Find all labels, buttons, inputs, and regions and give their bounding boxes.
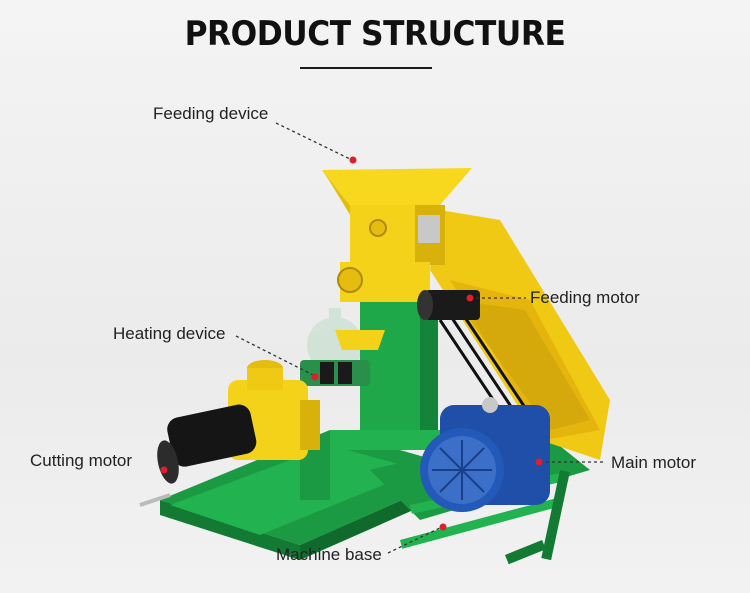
cutting-motor <box>139 404 257 507</box>
belt-guard <box>430 210 610 460</box>
feeding-motor <box>417 290 480 320</box>
callout-dot-cutting-motor <box>160 466 168 474</box>
callout-dot-heating-device <box>311 373 319 381</box>
callout-dot-feeding-device <box>349 156 357 164</box>
main-column <box>300 290 440 500</box>
heating-device <box>300 330 385 386</box>
callout-dot-main-motor <box>535 458 543 466</box>
callout-dot-machine-base <box>439 523 447 531</box>
page-title: PRODUCT STRUCTURE <box>184 14 566 54</box>
callout-dots <box>160 156 543 531</box>
callout-dot-feeding-motor <box>466 294 474 302</box>
label-feeding-motor: Feeding motor <box>530 288 640 307</box>
main-motor <box>420 397 550 512</box>
label-main-motor: Main motor <box>611 453 697 472</box>
label-feeding-device: Feeding device <box>153 104 269 123</box>
title-underline <box>300 67 432 69</box>
label-heating-device: Heating device <box>113 324 226 343</box>
feeding-hopper <box>322 168 472 302</box>
label-machine-base: Machine base <box>276 545 382 564</box>
label-cutting-motor: Cutting motor <box>30 451 133 470</box>
